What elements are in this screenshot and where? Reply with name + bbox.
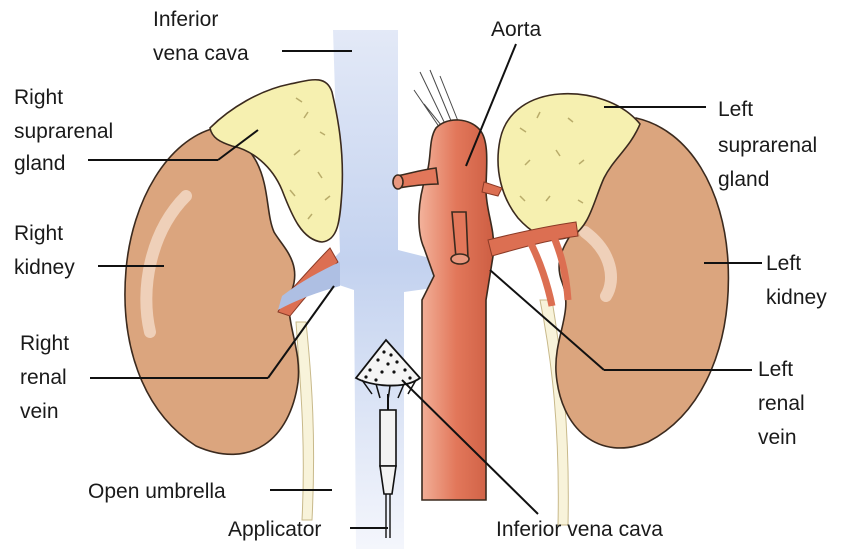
label-inferior-vena-cava-bottom: Inferior vena cava [496,518,663,541]
left-suprarenal-gland [497,92,641,240]
label-right-suprarenal-gland: Right suprarenal gland [14,86,119,175]
right-renal-vein [278,262,340,310]
celiac-trunk-end [392,174,404,190]
left-kidney-highlight [579,226,617,302]
right-gland-texture [289,97,331,220]
umbrella-dots [364,350,412,382]
label-aorta: Aorta [491,18,542,41]
label-open-umbrella: Open umbrella [88,480,226,503]
applicator-catheter [385,494,391,538]
right-kidney-highlight [140,190,192,338]
label-left-kidney: Left kidney [766,252,827,309]
right-ureter [295,321,315,521]
label-applicator: Applicator [228,518,321,541]
sma-end [450,253,470,265]
umbrella-legs [361,379,417,401]
inferior-vena-cava [322,30,474,549]
celiac-fibers [413,69,461,137]
label-inferior-vena-cava-top: Inferior vena cava [153,8,249,65]
label-left-renal-vein: Left renal vein [758,358,811,449]
left-gland-texture [519,111,585,204]
applicator-body [379,409,397,467]
aorta-small-branch [481,181,503,197]
right-suprarenal-gland [209,78,344,243]
leader-lines [88,43,762,529]
label-left-suprarenal-gland: Left suprarenal gland [718,98,823,191]
applicator-taper [379,465,397,495]
left-renal-artery-branches [524,226,572,307]
label-right-kidney: Right kidney [14,222,75,279]
label-right-renal-vein: Right renal vein [20,332,75,423]
left-renal-artery [487,221,579,257]
